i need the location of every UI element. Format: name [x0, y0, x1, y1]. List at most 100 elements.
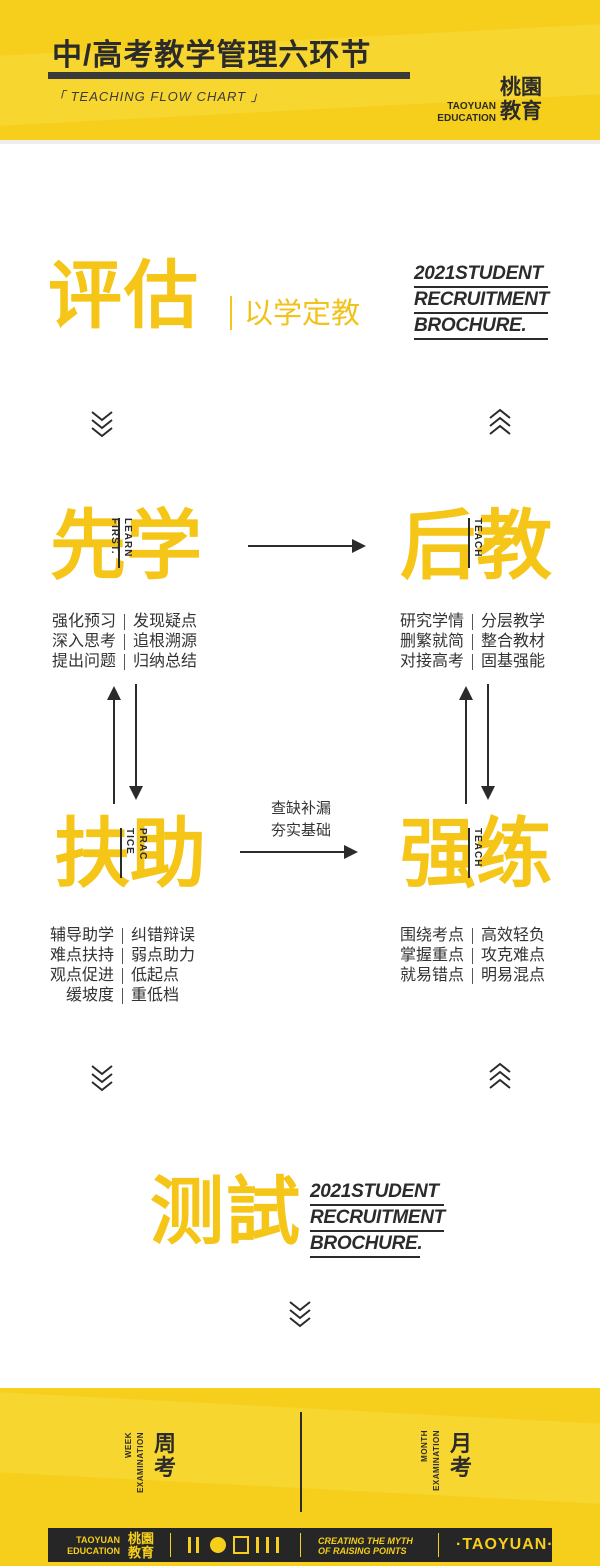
desc-item: 辅导助学 [50, 927, 115, 944]
desc-separator [472, 948, 474, 964]
desc-row: 删繁就简整合教材 [400, 632, 545, 652]
brochure-text-bottom: 2021STUDENT RECRUITMENT BROCHURE. [310, 1180, 445, 1258]
practice-tag-2: TICE [124, 828, 135, 855]
evaluate-divider [230, 296, 232, 330]
footer-bar-divider [170, 1533, 171, 1557]
desc-item: 重低档 [131, 987, 180, 1004]
footer-bar-divider [438, 1533, 439, 1557]
week-cn-2: 考 [154, 1455, 177, 1480]
brand-english-line1: TAOYUAN [447, 101, 496, 112]
drill-tag: TEACH [472, 828, 483, 868]
arrow-up-icon [104, 684, 124, 804]
slogan-line1: CREATING THE MYTH [318, 1536, 413, 1546]
page-title: 中/高考教学管理六环节 [52, 39, 372, 72]
desc-item: 删繁就简 [400, 633, 465, 650]
desc-item: 归纳总结 [133, 653, 198, 670]
week-cn-1: 周 [154, 1431, 177, 1456]
desc-item: 强化预习 [52, 613, 117, 630]
desc-row: 研究学情分层教学 [400, 612, 545, 632]
desc-item: 固基强能 [481, 653, 546, 670]
practice-tag-1: PRAC [137, 828, 148, 861]
test-title: 测試 [150, 1170, 302, 1253]
arrow-down-icon [126, 684, 146, 802]
desc-item: 缓坡度 [65, 987, 114, 1004]
drill-title-text: 强练 [400, 813, 552, 897]
desc-row: 缓坡度重低档 [50, 986, 195, 1006]
desc-separator [472, 614, 474, 630]
brochure-underline [414, 312, 548, 314]
footer-brand-cn-1: 桃園 [128, 1531, 155, 1546]
desc-separator [124, 614, 126, 630]
brochure-line3: BROCHURE. [310, 1233, 423, 1254]
month-exam-english: MONTH [420, 1430, 430, 1462]
header-divider [0, 140, 600, 144]
desc-row: 掌握重点攻克难点 [400, 946, 545, 966]
teach-after-tag-bar [468, 518, 470, 568]
brand-logo-text: 桃園 教育 [500, 76, 556, 124]
arrow-right-icon [240, 842, 360, 862]
learn-first-tag-2: FIRST. [109, 518, 120, 555]
chevron-up-icon [488, 1062, 512, 1092]
desc-item: 追根溯源 [133, 633, 198, 650]
week-exam-english-2: EXAMINATION [136, 1432, 146, 1493]
desc-row: 就易错点明易混点 [400, 966, 545, 986]
learn-first-title-text: 先学 [50, 505, 202, 589]
desc-item: 低起点 [131, 967, 180, 984]
teach-after-tag: TEACH [472, 518, 483, 558]
desc-item: 明易混点 [481, 967, 546, 984]
month-cn-1: 月 [450, 1431, 473, 1456]
learn-first-tag-1: LEARN [122, 518, 133, 558]
desc-item: 研究学情 [400, 613, 465, 630]
desc-row: 辅导助学纠错辩误 [50, 926, 195, 946]
brochure-line3: BROCHURE. [414, 315, 527, 336]
desc-item: 分层教学 [481, 613, 546, 630]
desc-separator [122, 968, 123, 984]
brochure-line2: RECRUITMENT [310, 1207, 445, 1228]
desc-separator [124, 634, 126, 650]
mid-note-line2: 夯实基础 [270, 822, 331, 839]
week-en-1: WEEK [124, 1432, 133, 1458]
desc-separator [472, 968, 474, 984]
brand-english: TAOYUAN EDUCATION [420, 101, 496, 125]
arrow-right-icon [248, 536, 368, 556]
practice-title-text: 扶助 [54, 813, 206, 897]
footer-brand-cn-2: 教育 [128, 1545, 155, 1560]
teach-after-description: 研究学情分层教学 删繁就简整合教材 对接高考固基强能 [400, 612, 545, 672]
desc-item: 深入思考 [52, 633, 117, 650]
desc-item: 发现疑点 [133, 613, 198, 630]
desc-item: 对接高考 [400, 653, 465, 670]
evaluate-subtitle: 以学定教 [244, 298, 361, 330]
practice-description: 辅导助学纠错辩误 难点扶持弱点助力 观点促进低起点 缓坡度重低档 [50, 926, 195, 1006]
practice-title: 扶助 [54, 812, 206, 898]
desc-row: 围绕考点高效轻负 [400, 926, 545, 946]
title-underline [48, 72, 410, 79]
arrow-up-icon [456, 684, 476, 804]
desc-separator [122, 928, 123, 944]
learn-first-tag-bar [118, 518, 120, 568]
footer-divider [300, 1412, 302, 1512]
desc-item: 提出问题 [52, 653, 117, 670]
desc-item: 纠错辩误 [131, 927, 196, 944]
teach-after-title: 后教 [400, 504, 552, 590]
desc-row: 深入思考追根溯源 [52, 632, 197, 652]
week-exam-english: WEEK [124, 1432, 134, 1458]
evaluate-title: 评估 [48, 254, 200, 337]
mid-note: 查缺补漏 夯实基础 [246, 798, 356, 842]
desc-item: 难点扶持 [50, 947, 115, 964]
brochure-line2: RECRUITMENT [414, 289, 549, 310]
desc-item: 掌握重点 [400, 947, 465, 964]
desc-row: 观点促进低起点 [50, 966, 195, 986]
chevron-up-icon [488, 408, 512, 438]
brochure-underline [414, 286, 548, 288]
brochure-underline [310, 1204, 444, 1206]
month-en-2: EXAMINATION [432, 1430, 441, 1491]
desc-item: 就易错点 [400, 967, 465, 984]
footer-brand-logo: 桃園 教育 [128, 1532, 158, 1560]
desc-item: 围绕考点 [400, 927, 465, 944]
footer-bar-divider [300, 1533, 301, 1557]
brand-english-line2: EDUCATION [437, 113, 496, 124]
footer-brand-english: TAOYUAN EDUCATION [60, 1535, 120, 1557]
desc-separator [472, 634, 474, 650]
desc-separator [472, 928, 474, 944]
learn-first-title: 先学 [50, 504, 202, 590]
